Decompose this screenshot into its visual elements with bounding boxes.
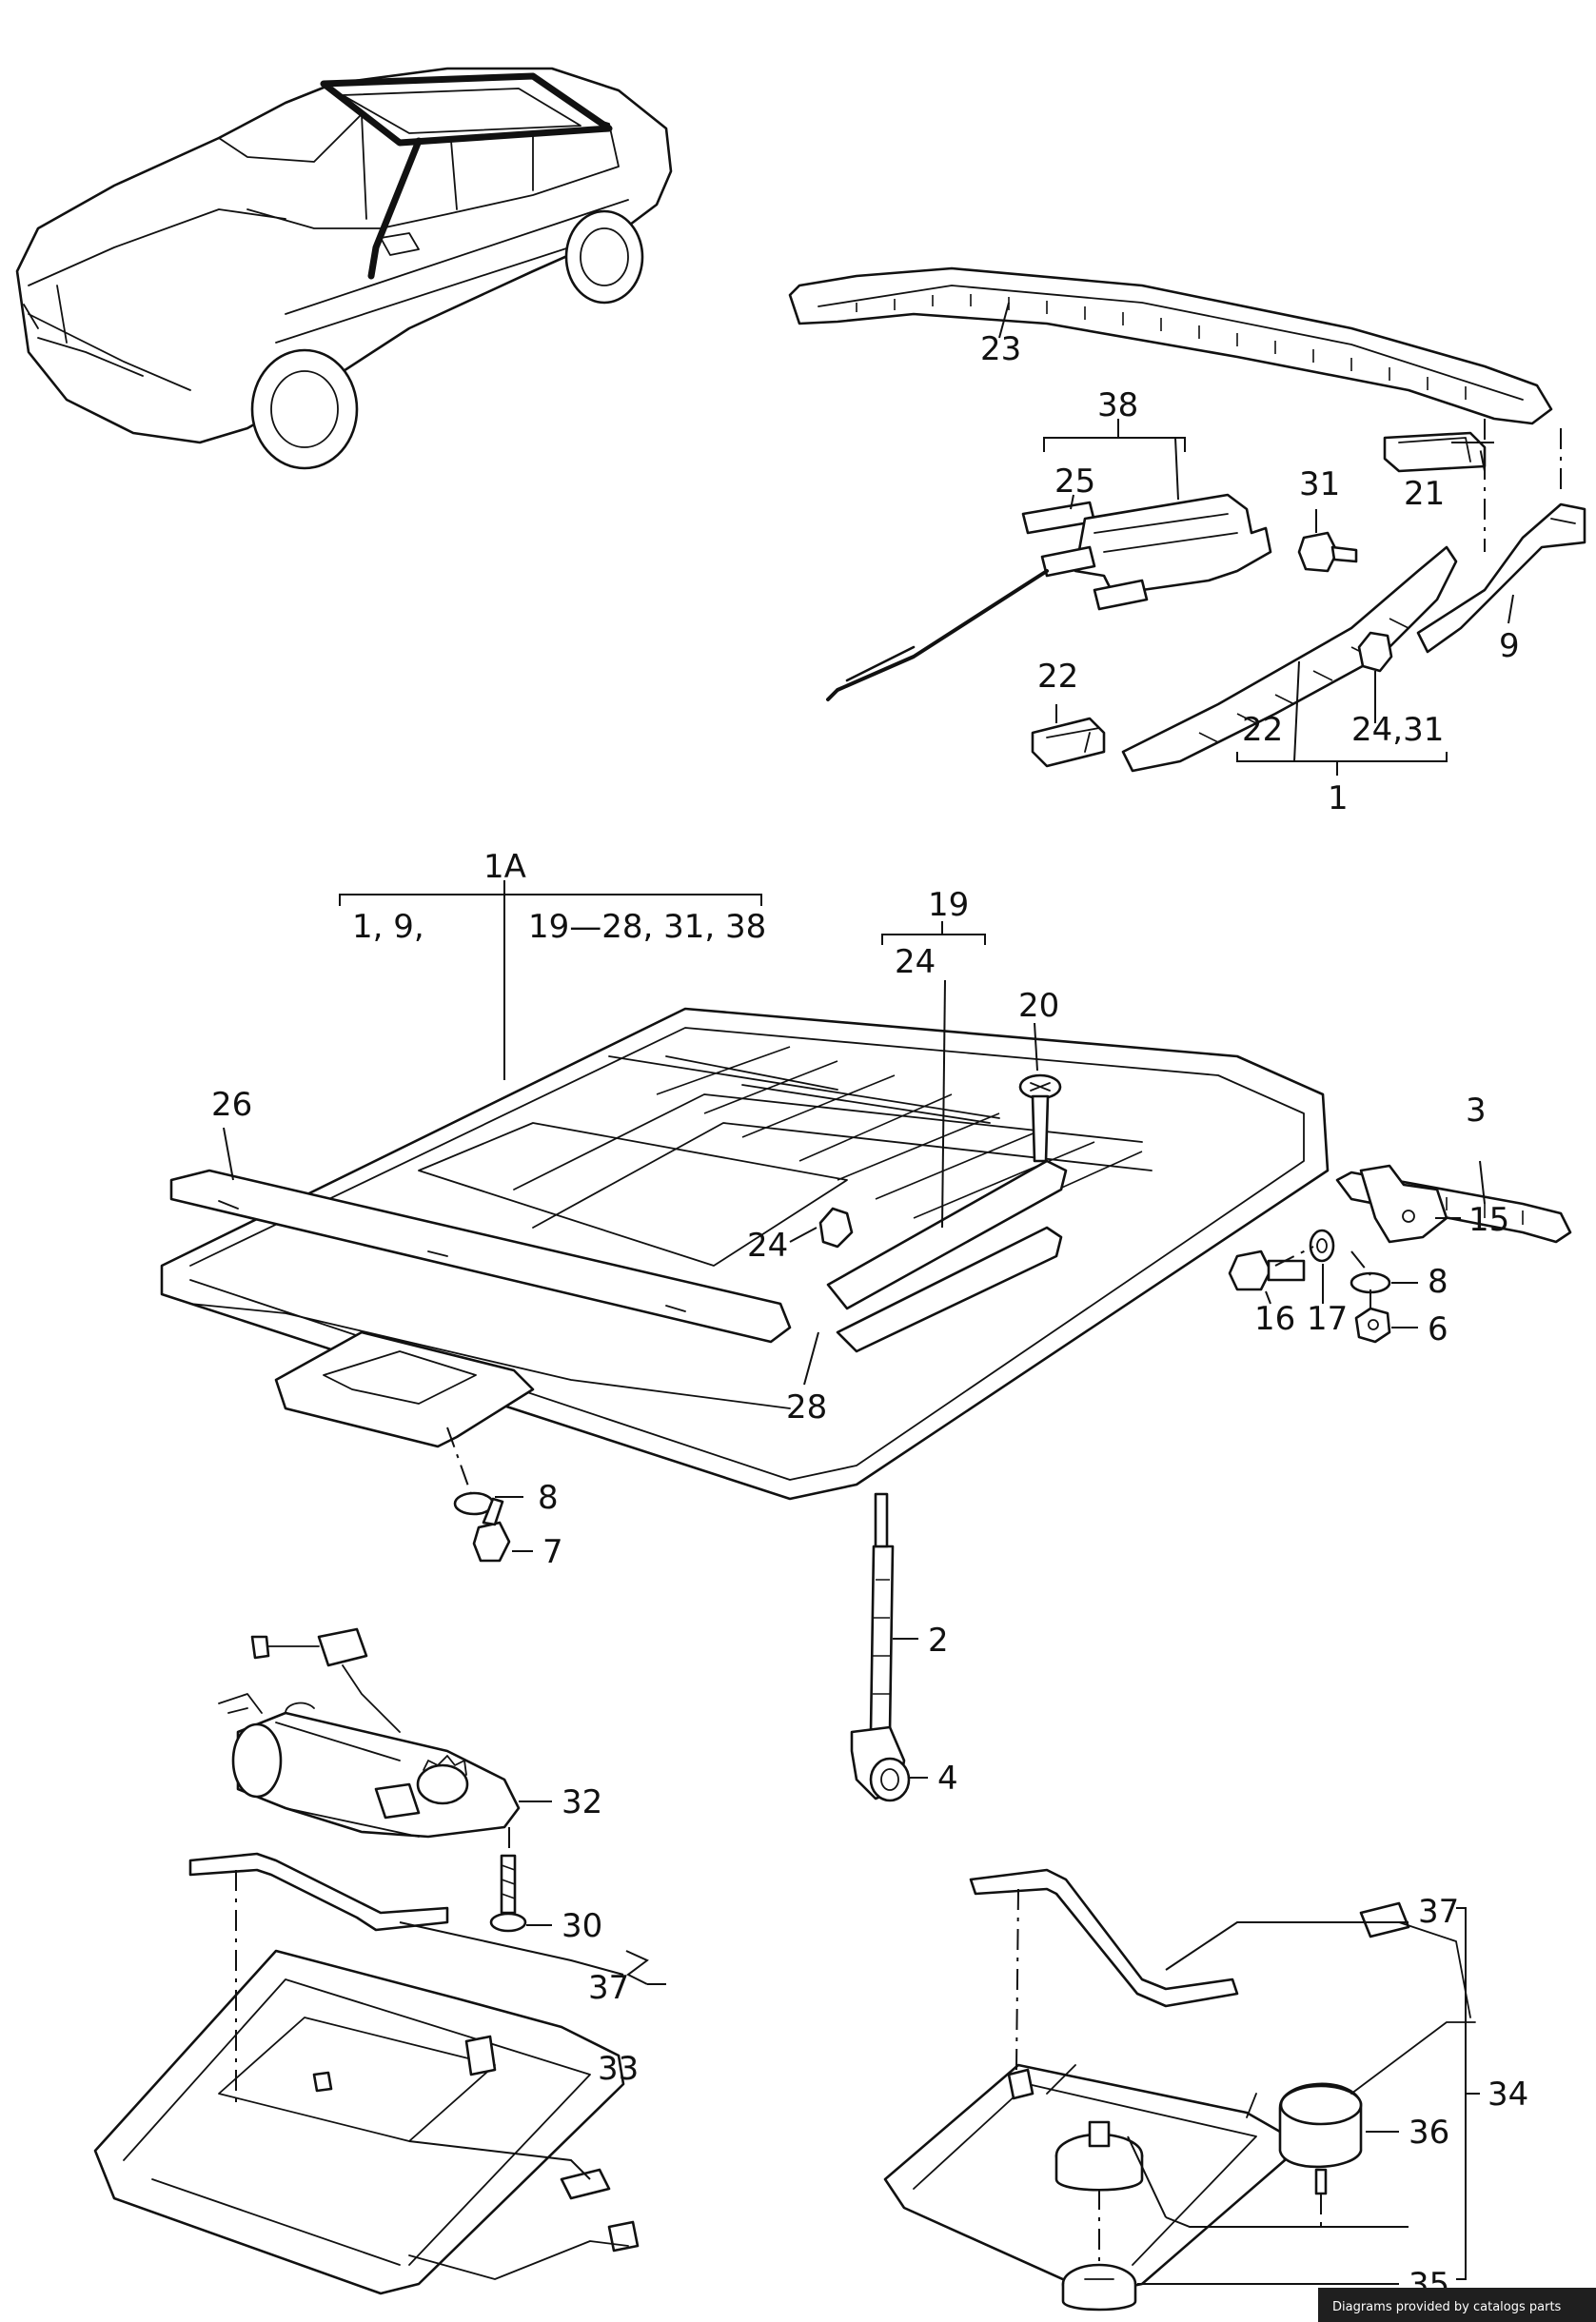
- callout-2: 2: [928, 1622, 949, 1660]
- callout-21: 21: [1404, 475, 1445, 513]
- callout-25: 25: [1054, 462, 1095, 501]
- slide-block-21: [1383, 431, 1487, 473]
- handle-35: [1061, 2263, 1137, 2312]
- motor-32: [218, 1627, 521, 1839]
- callout-32: 32: [562, 1783, 602, 1821]
- callout-17: 17: [1307, 1300, 1348, 1338]
- callout-9: 9: [1499, 627, 1520, 665]
- drive-cable-38: [826, 493, 1272, 701]
- leader-lines: [223, 302, 1514, 2285]
- callout-8-right: 8: [1428, 1263, 1448, 1301]
- callout-34: 34: [1488, 2076, 1528, 2114]
- guide-19: [826, 1159, 1068, 1353]
- crank-37-right: [969, 1868, 1239, 2008]
- clip-24: [1357, 631, 1393, 673]
- callout-22-rail: 22: [1242, 711, 1283, 749]
- callout-26: 26: [211, 1086, 252, 1124]
- callout-24-guide: 24: [895, 943, 936, 981]
- bracket-plate: [274, 1330, 535, 1448]
- trim-panel-33: [93, 1949, 640, 2295]
- guide-rail-23: [788, 266, 1553, 425]
- callout-8-left: 8: [538, 1479, 559, 1517]
- callout-31: 31: [1299, 465, 1340, 503]
- washer-17: [1309, 1229, 1335, 1263]
- footer-credit: Diagrams provided by catalogs parts: [1318, 2288, 1596, 2322]
- crank-37-left: [188, 1852, 449, 1932]
- screw-31: [1297, 531, 1358, 573]
- callout-16: 16: [1254, 1300, 1295, 1338]
- callout-1: 1: [1328, 779, 1349, 817]
- credit-background: [1318, 2288, 1596, 2322]
- car-illustration: [15, 67, 673, 470]
- callout-30: 30: [562, 1907, 602, 1945]
- credit-text: Diagrams provided by catalogs parts: [1332, 2300, 1562, 2314]
- callout-1A: 1A: [483, 848, 526, 886]
- callout-33: 33: [598, 2050, 639, 2088]
- wind-deflector-26: [169, 1169, 792, 1344]
- sunroof-frame: [160, 1007, 1330, 1501]
- drain-hose-2: [869, 1492, 895, 1734]
- callout-28: 28: [786, 1388, 827, 1427]
- callout-3: 3: [1466, 1092, 1487, 1130]
- callout-24-clip: 24: [747, 1227, 788, 1265]
- callout-19: 19: [928, 886, 969, 924]
- valve-4: [850, 1725, 911, 1802]
- callout-23: 23: [980, 330, 1021, 368]
- bolt-16: [1228, 1250, 1306, 1291]
- callout-24-31: 24,31: [1351, 711, 1444, 749]
- guide-22-rail: [1121, 545, 1458, 773]
- assembly-lines: [235, 419, 1562, 2265]
- clip-24-mid: [818, 1207, 854, 1249]
- callout-4: 4: [937, 1760, 958, 1798]
- callout-7: 7: [542, 1533, 563, 1571]
- bolt-7: [472, 1497, 511, 1563]
- callout-36: 36: [1409, 2114, 1449, 2152]
- screw-20: [1018, 1073, 1062, 1163]
- callout-1A-list-left: 1, 9,: [352, 908, 424, 946]
- screw-30: [489, 1854, 527, 1933]
- callout-6: 6: [1428, 1310, 1448, 1348]
- callout-1A-list-right: 19—28, 31, 38: [528, 908, 766, 946]
- callout-22-block: 22: [1037, 658, 1078, 696]
- callout-37-left: 37: [588, 1969, 629, 2007]
- nut-6: [1354, 1307, 1391, 1344]
- callout-38: 38: [1097, 386, 1138, 424]
- callout-37-right: 37: [1418, 1893, 1459, 1931]
- bracket-15: [1359, 1164, 1448, 1244]
- lever-9: [1416, 502, 1586, 654]
- callout-15: 15: [1468, 1201, 1509, 1239]
- block-22: [1031, 717, 1106, 768]
- callout-labels: 23 38 25 31 21 9 22 22 24,31 1 1A 1, 9, …: [211, 330, 1528, 2304]
- callout-20: 20: [1018, 987, 1059, 1025]
